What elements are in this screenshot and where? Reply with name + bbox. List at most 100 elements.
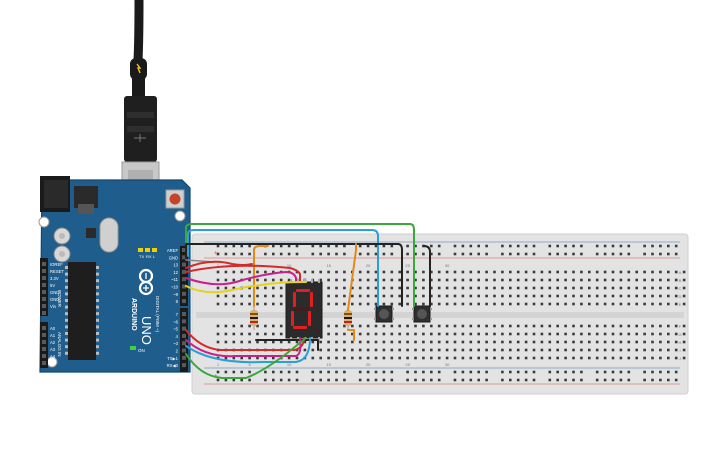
wire-blue[interactable] [187,229,379,307]
bb-hole [643,340,646,344]
bb-hole [659,340,662,344]
resistor-left[interactable] [250,306,258,330]
wire-green-bottom[interactable] [185,337,307,379]
rail-hole [216,252,220,256]
pin-label: 3.3V [50,276,59,281]
bb-hole [445,302,449,306]
usb-cable-icon[interactable] [121,0,160,211]
rail-hole [548,378,552,382]
segment-a [296,289,310,292]
rail-hole [224,252,228,256]
rail-hole [224,370,228,374]
wire-magenta-2[interactable] [185,337,302,358]
bb-hole [564,356,567,360]
display-pin [311,279,313,283]
rail-hole [674,378,678,382]
row-letter: J [679,356,681,361]
bb-hole [366,348,370,352]
wire-black-seg[interactable] [255,339,319,351]
wire-yellow[interactable] [185,281,307,294]
pushbutton-2[interactable] [412,305,432,323]
bb-hole [619,348,623,352]
rail-hole [430,252,433,256]
seven-segment-display[interactable] [285,279,323,341]
bb-hole [232,332,236,336]
bb-hole [398,332,401,336]
bb-hole [437,286,441,290]
header-hole [182,255,186,260]
bb-hole [516,332,520,336]
resistor-right[interactable] [344,306,352,330]
wire-red-3[interactable] [185,329,305,351]
segment-f [293,292,296,307]
reset-button-icon[interactable] [165,189,185,209]
rail-hole [248,370,251,374]
bb-hole [493,270,496,274]
bb-hole [619,332,623,336]
header-hole [42,297,46,301]
wire-black-gnd[interactable] [185,243,403,307]
rail-hole [366,252,370,256]
rail-hole [509,244,512,248]
wire-magenta[interactable] [185,271,297,286]
header-hole [42,276,46,280]
bb-hole [493,356,496,360]
rail-hole [651,244,654,248]
digital-header-top [180,246,188,306]
header-hole [182,291,186,296]
wire-orange-right[interactable] [347,243,357,341]
bb-hole [272,324,275,328]
bb-hole [437,324,441,328]
chip-pin [96,318,99,322]
arduino-uno-board[interactable]: TX RX L ON ARDUINO UNO IOREFRESET3.3V5VG… [38,176,191,373]
wire-red-2[interactable] [185,264,301,283]
rail-hole [461,378,465,382]
rail-hole [272,244,275,248]
bb-hole [595,302,599,306]
bb-hole [651,302,654,306]
rail-hole [627,252,631,256]
bb-hole [540,340,544,344]
wire-green-top[interactable] [185,223,415,307]
chip-pin [65,305,68,309]
wire-blue-2[interactable] [185,337,311,364]
bb-hole [580,286,583,290]
chip-pins [65,266,68,355]
bb-hole [445,324,449,328]
bb-hole [343,348,346,352]
bb-hole [390,356,394,360]
bb-hole [264,294,267,298]
bb-hole [485,348,488,352]
wires[interactable] [185,223,431,379]
bb-hole [248,286,251,290]
bb-hole [453,270,457,274]
chip-pin [65,332,68,335]
rail-hole [611,244,615,248]
bb-hole [603,356,607,360]
bb-hole [627,356,631,360]
header-hole [42,354,46,358]
rail-hole [667,244,670,248]
row-letter: C [679,286,682,291]
header-hole [182,341,186,346]
chip-pin [65,325,68,329]
chip-pin [96,285,99,289]
pin-label: A2 [50,340,56,345]
bb-hole [572,278,575,282]
bb-hole [366,294,370,298]
pushbutton-1[interactable] [374,305,394,323]
wire-black-rail[interactable] [423,245,431,307]
bb-hole [264,332,267,336]
column-number: 25 [405,263,410,268]
rail-hole [232,370,236,374]
bb-hole [651,270,654,274]
rail-hole [414,378,417,382]
bb-hole [548,332,552,336]
bb-hole [524,278,528,282]
wire-orange-left[interactable] [253,245,269,307]
bb-hole [272,302,275,306]
bb-hole [477,278,480,282]
bb-hole [398,302,401,306]
